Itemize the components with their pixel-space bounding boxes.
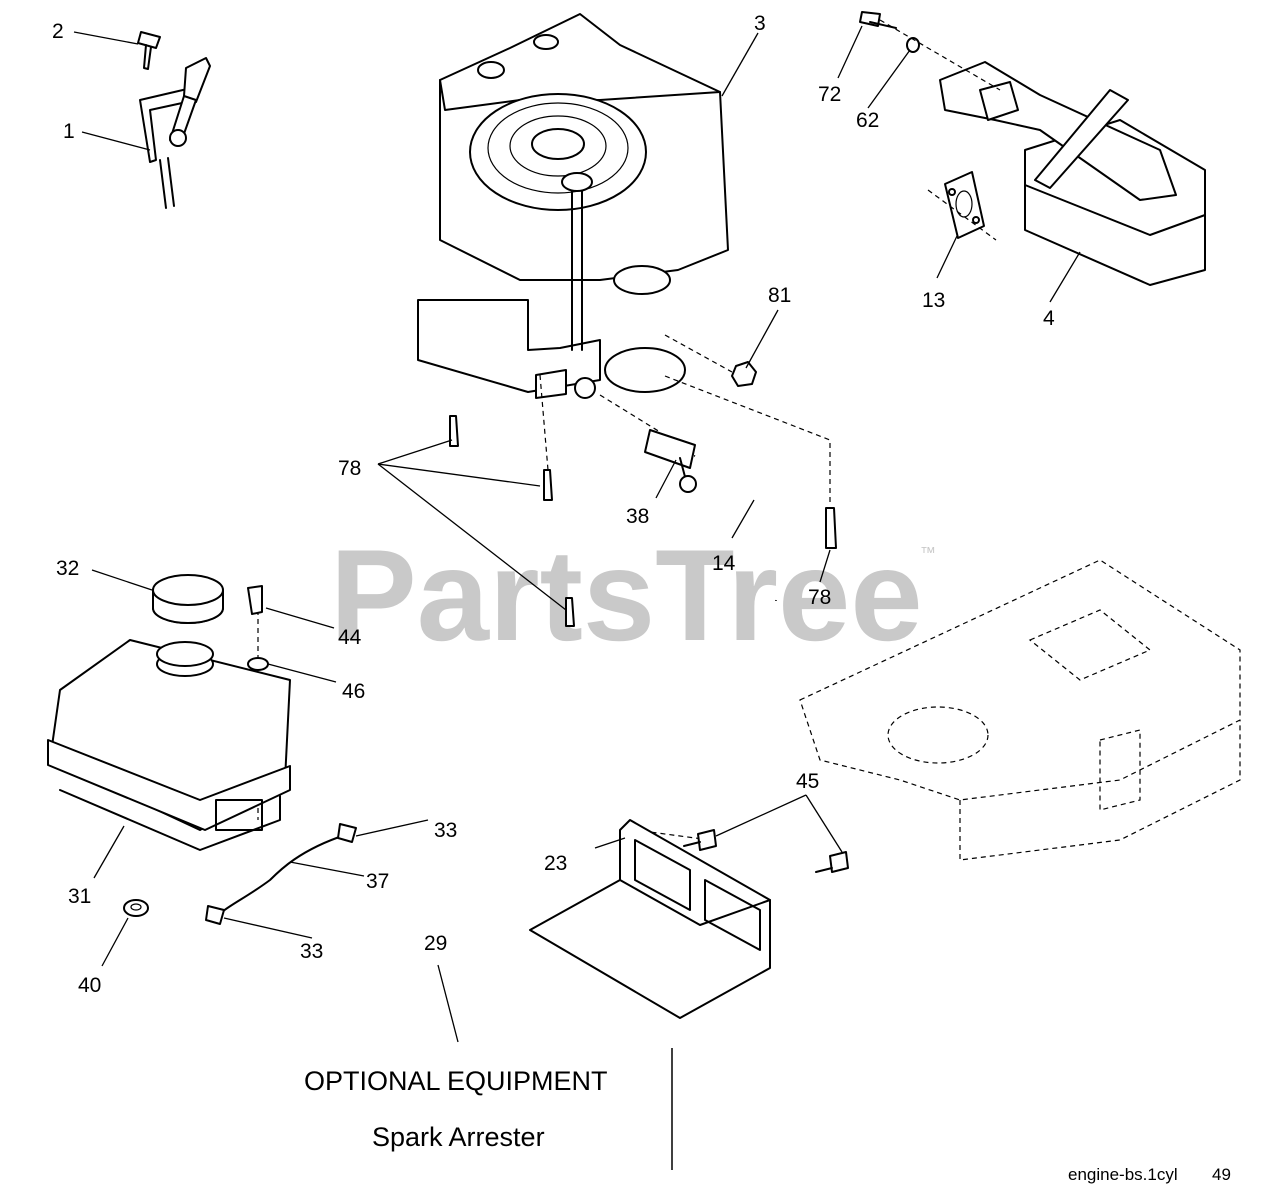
part-38-fuel-filter <box>644 429 697 493</box>
callout-46: 46 <box>342 680 365 703</box>
part-81-nut <box>731 361 757 387</box>
callout-23: 23 <box>544 852 567 875</box>
callout-4: 4 <box>1043 307 1055 330</box>
part-13-gasket <box>944 171 985 239</box>
callout-1: 1 <box>63 120 75 143</box>
trademark-symbol: ™ <box>920 545 936 562</box>
callout-13: 13 <box>922 289 945 312</box>
part-4-muffler <box>939 61 1206 286</box>
callout-40: 40 <box>78 974 101 997</box>
callout-labels: 2 1 3 4 13 14 23 29 31 32 33 33 37 38 40… <box>52 12 1055 997</box>
callout-14: 14 <box>712 552 736 575</box>
watermark: PartsTree <box>330 522 923 668</box>
part-1-throttle-control <box>139 57 211 209</box>
diagram-code: engine-bs.1cyl <box>1068 1165 1178 1184</box>
part-78-bolts <box>449 415 837 627</box>
part-62-washer <box>906 37 920 53</box>
part-3-engine <box>417 13 729 399</box>
callout-78-right: 78 <box>808 586 831 609</box>
engine-mounting-deck <box>799 559 1241 861</box>
callout-2: 2 <box>52 20 64 43</box>
callout-31: 31 <box>68 885 91 908</box>
callout-78-left: 78 <box>338 457 361 480</box>
callout-3: 3 <box>754 12 766 35</box>
page-number: 49 <box>1212 1165 1231 1184</box>
part-33-clamp-lower <box>205 905 225 925</box>
part-46-washer <box>247 657 269 671</box>
part-31-fuel-tank <box>47 639 291 851</box>
part-37-fuel-line <box>221 834 346 913</box>
part-23-spark-arrester <box>529 819 771 1019</box>
callout-45: 45 <box>796 770 819 793</box>
part-44-screw <box>247 585 263 615</box>
part-32-fuel-cap <box>152 574 224 624</box>
leader-lines <box>73 25 1081 1043</box>
part-33-clamp-upper <box>337 823 357 843</box>
callout-72: 72 <box>818 83 841 106</box>
callout-81: 81 <box>768 284 791 307</box>
callout-62: 62 <box>856 109 879 132</box>
callout-33-upper: 33 <box>434 819 457 842</box>
part-40-grommet <box>123 899 149 917</box>
callout-44: 44 <box>338 626 362 649</box>
callout-37: 37 <box>366 870 389 893</box>
callout-32: 32 <box>56 557 79 580</box>
part-2-screw <box>137 31 161 70</box>
callout-33-lower: 33 <box>300 940 323 963</box>
optional-equipment-heading: OPTIONAL EQUIPMENT <box>304 1066 608 1096</box>
callout-38: 38 <box>626 505 649 528</box>
spark-arrester-label: Spark Arrester <box>372 1122 545 1152</box>
callout-29: 29 <box>424 932 447 955</box>
part-45-screws <box>683 829 849 873</box>
